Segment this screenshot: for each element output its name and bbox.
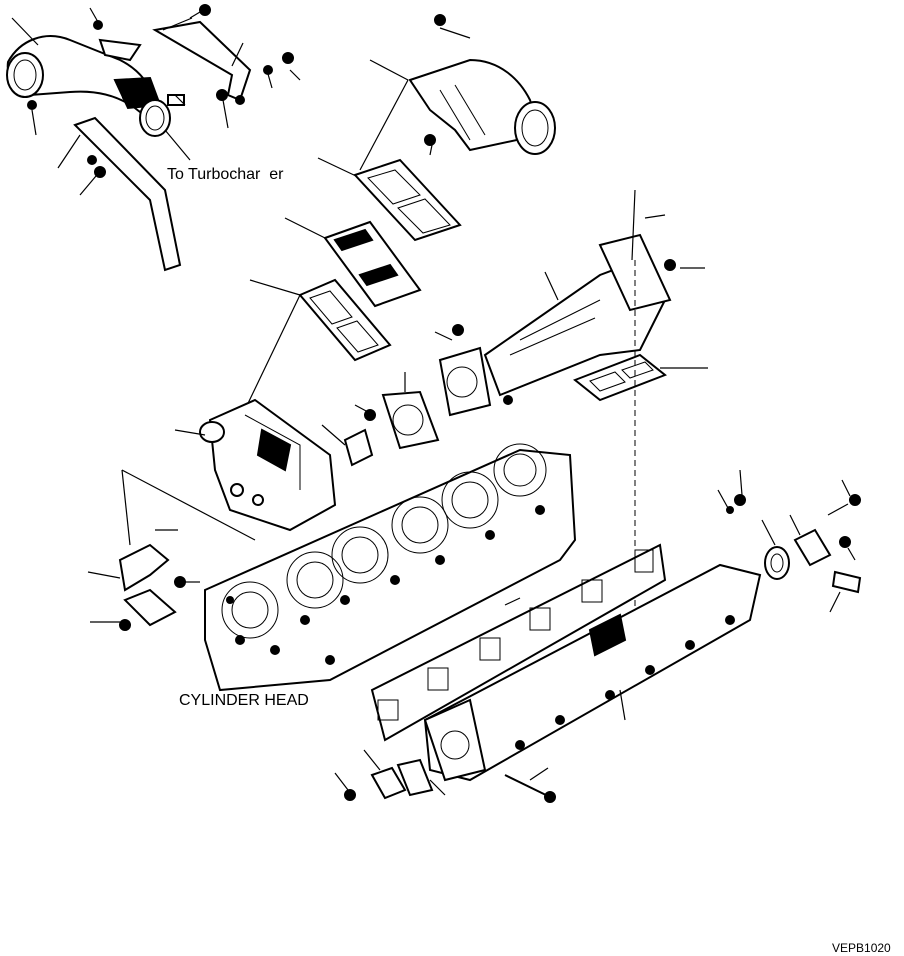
outlet-gasket [761,519,790,580]
cylinder-head-label: CYLINDER HEAD [179,692,309,709]
cylinder-head-block [204,443,577,692]
pipe-support-bracket [73,20,252,272]
air-intake-tube [434,189,705,417]
upper-gasket [317,157,462,242]
pipe-leader-lines [11,7,301,196]
tube-gasket [573,353,708,402]
fitting-and-gasket [321,372,440,467]
exhaust-manifold [423,563,762,782]
outlet-elbow [717,469,862,613]
egr-valve-assembly [87,469,256,631]
intake-manifold-gasket [370,543,667,742]
intake-connector-elbow [359,14,556,171]
manifold-bolt [504,767,556,803]
turbocharger-label: To Turbochar er [167,166,284,183]
water-outlet-parts [334,749,446,801]
hose-clamp [139,94,185,137]
drawing-code-label: VEPB1020 [832,941,891,955]
lower-gasket [239,278,392,421]
intake-heater-grid [284,217,422,308]
intake-elbow-pipe [6,35,162,114]
pipe-bolts [27,4,294,178]
intake-manifold-cover [174,398,337,532]
